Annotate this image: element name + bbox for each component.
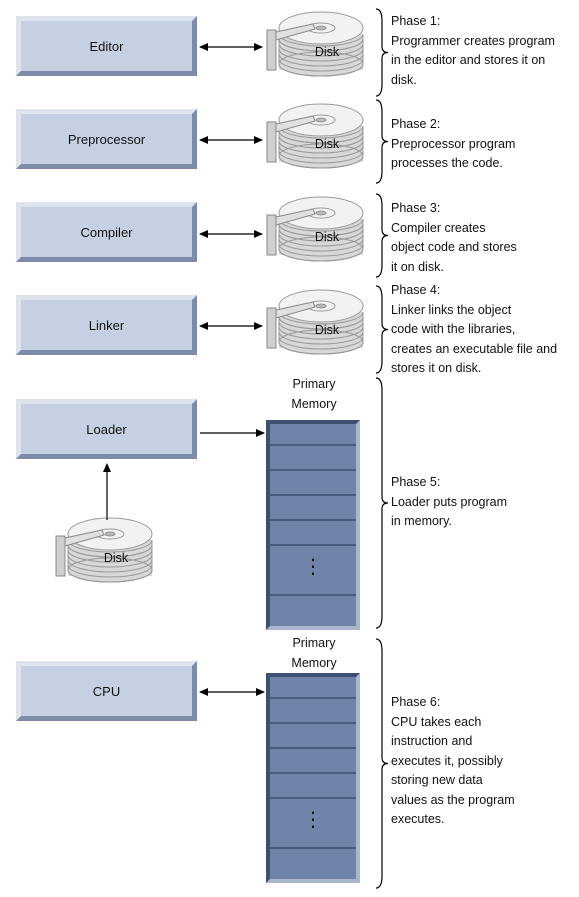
stage-label-cpu: CPU [93, 684, 120, 699]
phase-6-description: Phase 6: CPU takes each instruction and … [391, 695, 515, 826]
stage-label-loader: Loader [86, 422, 127, 437]
primary-memory-label-1: Primary Memory [291, 377, 337, 411]
disk-label: Disk [315, 230, 340, 244]
primary-memory-column-1: ⋮ [266, 420, 360, 630]
phase-brace-5 [375, 377, 389, 629]
stage-box-compiler: Compiler [16, 202, 197, 262]
disk-label: Disk [104, 551, 129, 565]
stage-label-compiler: Compiler [80, 225, 133, 240]
memory-ellipsis: ⋮ [303, 807, 323, 831]
phase-4-description: Phase 4: Linker links the object code wi… [391, 283, 558, 375]
stage-label-editor: Editor [90, 39, 125, 54]
stage-box-preprocessor: Preprocessor [16, 109, 197, 169]
disk-icon-1: Disk [266, 11, 364, 77]
phase-5-description: Phase 5: Loader puts program in memory. [391, 475, 508, 528]
stage-label-preprocessor: Preprocessor [68, 132, 146, 147]
phase-brace-6 [375, 638, 389, 889]
phase-brace-1 [375, 8, 389, 97]
primary-memory-column-2: ⋮ [266, 673, 360, 883]
disk-icon-3: Disk [266, 196, 364, 262]
phase-1-description: Phase 1: Programmer creates program in t… [391, 14, 555, 87]
phase-2-description: Phase 2: Preprocessor program processes … [391, 117, 516, 170]
disk-label: Disk [315, 45, 340, 59]
phase-brace-3 [375, 193, 389, 278]
disk-label: Disk [315, 323, 340, 337]
stage-box-editor: Editor [16, 16, 197, 76]
stage-box-loader: Loader [16, 399, 197, 459]
stage-box-linker: Linker [16, 295, 197, 355]
disk-icon-5: Disk [55, 517, 153, 583]
stage-label-linker: Linker [89, 318, 125, 333]
memory-ellipsis: ⋮ [303, 554, 323, 578]
disk-icon-4: Disk [266, 289, 364, 355]
disk-icon-2: Disk [266, 103, 364, 169]
disk-label: Disk [315, 137, 340, 151]
primary-memory-label-2: Primary Memory [291, 636, 337, 670]
phase-brace-4 [375, 285, 389, 374]
phase-brace-2 [375, 99, 389, 184]
phase-3-description: Phase 3: Compiler creates object code an… [391, 201, 517, 274]
stage-box-cpu: CPU [16, 661, 197, 721]
